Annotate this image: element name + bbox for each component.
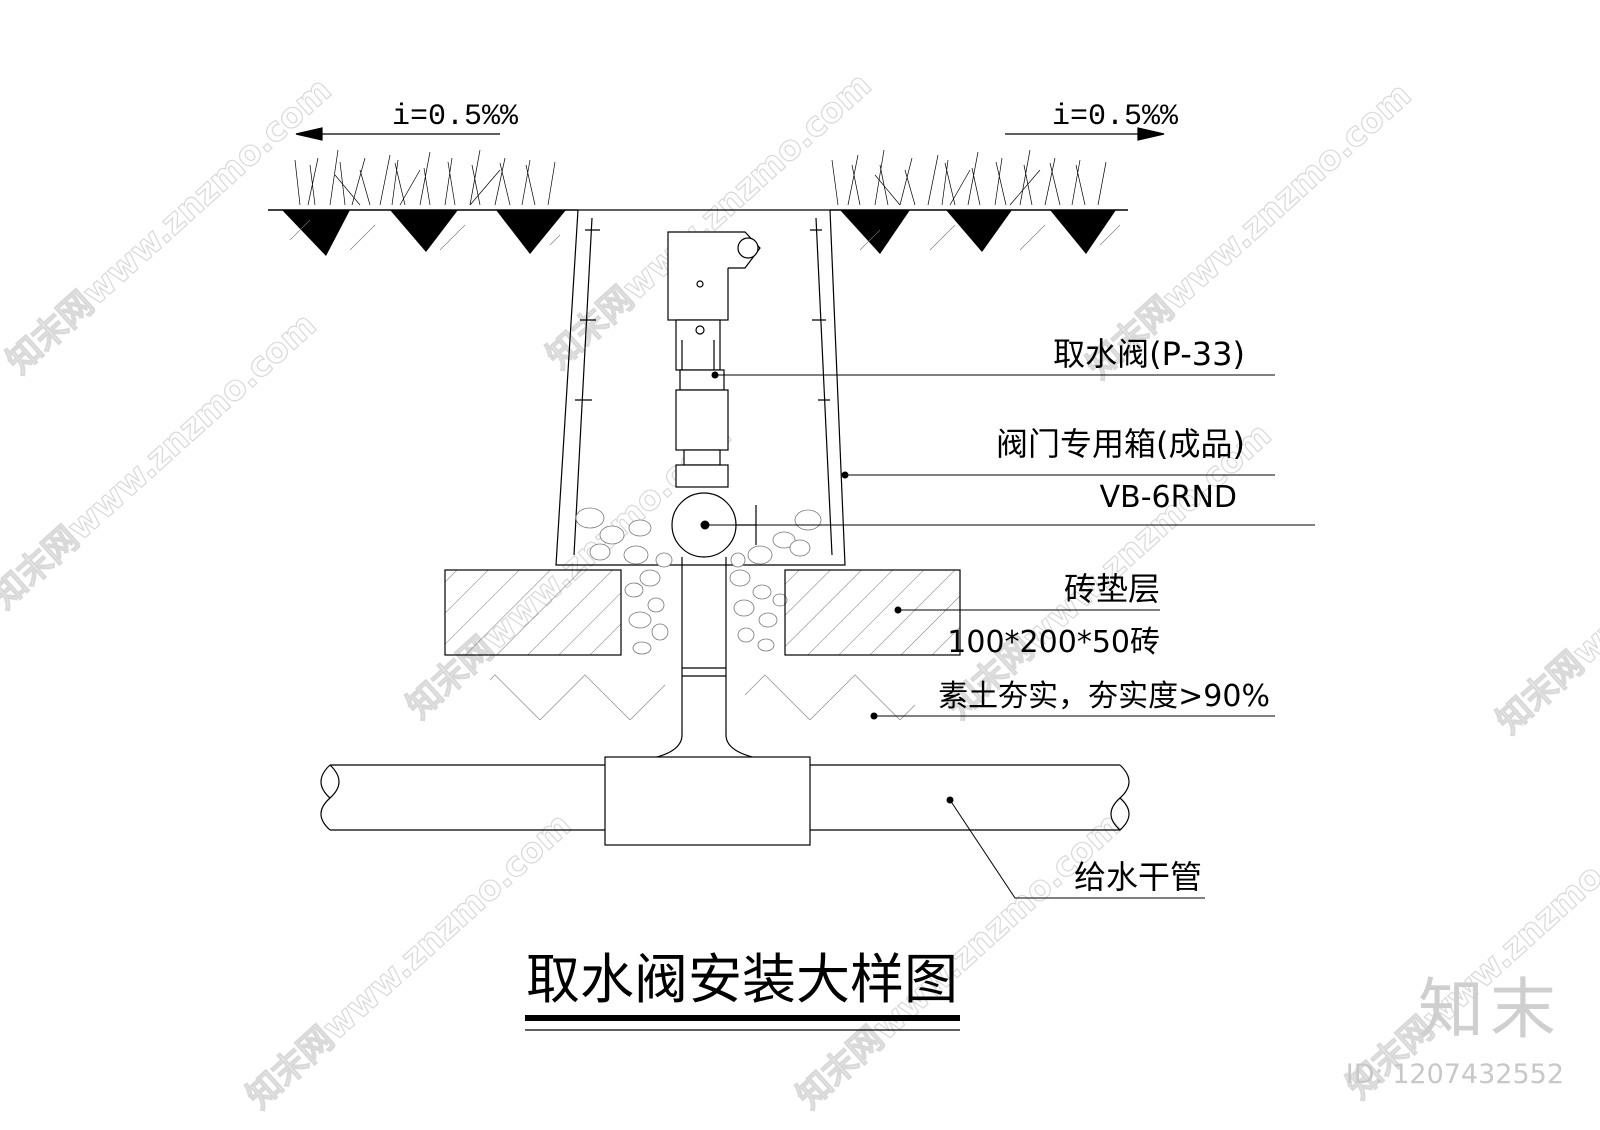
asset-id-label: ID: 1207432552 xyxy=(1345,1059,1564,1090)
callout-brick-layer: 砖垫层 xyxy=(1064,570,1160,608)
callout-box: 阀门专用箱(成品) xyxy=(996,425,1245,463)
ground-hatch xyxy=(289,219,1121,251)
valve-box xyxy=(555,209,846,566)
callout-brick-spec: 100*200*50砖 xyxy=(947,625,1160,660)
slope-arrow-left xyxy=(295,127,500,141)
watermark-text: 知末网www.znzmo.com xyxy=(1489,430,1600,742)
slope-arrow-right xyxy=(1005,127,1165,141)
callout-valve: 取水阀(P-33) xyxy=(1053,335,1245,373)
main-water-pipe xyxy=(320,756,1130,846)
brick-pad-right xyxy=(784,569,961,656)
gravel-fill xyxy=(575,507,822,655)
drawing-title: 取水阀安装大样图 xyxy=(526,948,958,1011)
brick-pad-left xyxy=(444,569,622,656)
callout-main-pipe: 给水干管 xyxy=(1074,858,1202,896)
slope-label-left: i=0.5%% xyxy=(392,100,519,134)
topsoil-marks xyxy=(282,210,1116,256)
brand-logo: 知末 xyxy=(1418,971,1562,1048)
leader-lines xyxy=(700,371,1315,899)
callout-soil: 素土夯实，夯实度>90% xyxy=(938,679,1270,714)
grass-left xyxy=(294,149,556,206)
callout-box-model: VB-6RND xyxy=(1100,480,1237,515)
compacted-soil xyxy=(490,655,915,735)
quick-coupling-valve xyxy=(667,231,761,558)
grass-right xyxy=(831,149,1107,206)
slope-label-right: i=0.5%% xyxy=(1052,100,1179,134)
